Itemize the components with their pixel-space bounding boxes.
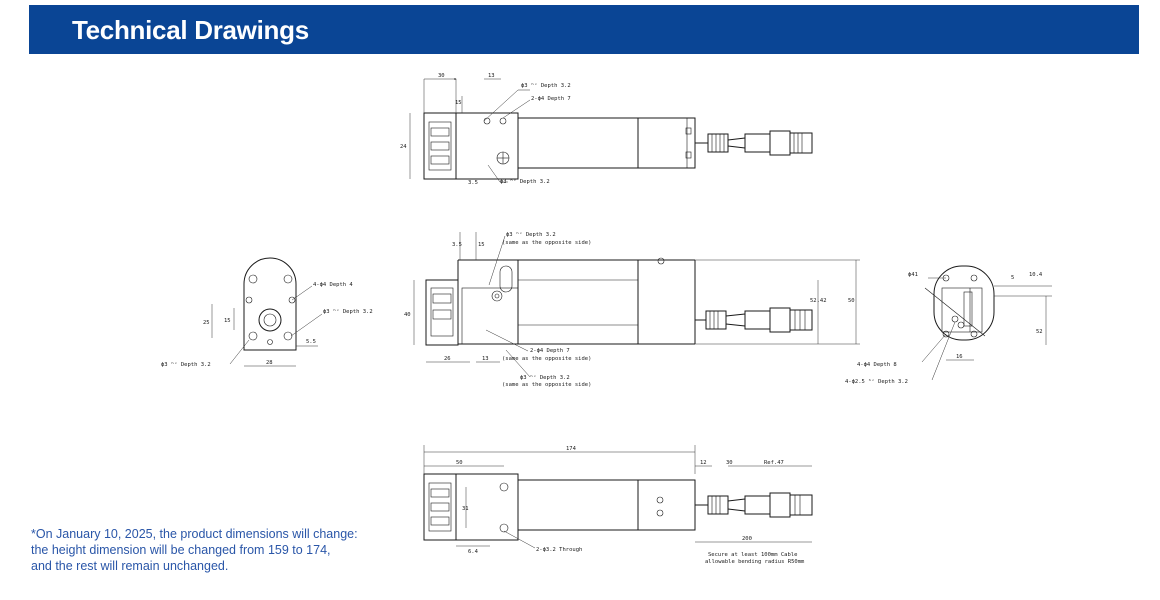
side-dim-13: 13 bbox=[482, 356, 489, 362]
bottom-dim-50: 50 bbox=[456, 460, 463, 466]
side-dim-35: 3.5 bbox=[452, 242, 462, 248]
left-dim-15: 15 bbox=[224, 318, 231, 324]
right-dim-104: 10.4 bbox=[1029, 272, 1043, 278]
left-dim-55: 5.5 bbox=[306, 339, 316, 345]
right-dim-52: 52 bbox=[1036, 329, 1043, 335]
top-callout-3: ϕ3 ʰᶜ Depth 3.2 bbox=[500, 178, 550, 185]
bottom-dim-200: 200 bbox=[742, 536, 752, 542]
side-callout-1b: (same as the opposite side) bbox=[502, 240, 591, 246]
side-dim-5242: 52.42 bbox=[810, 298, 827, 304]
left-view: 25 15 28 5.5 4-ϕ4 Depth 4 ϕ3 ʰᶜ Depth 3.… bbox=[161, 257, 373, 368]
note-line-2: the height dimension will be changed fro… bbox=[31, 543, 331, 557]
bottom-dim-174: 174 bbox=[566, 446, 577, 452]
bottom-dim-31: 31 bbox=[462, 506, 469, 512]
left-callout-2: ϕ3 ʰᶜ Depth 3.2 bbox=[323, 308, 373, 315]
side-callout-2: 2-ϕ4 Depth 7 bbox=[530, 348, 570, 354]
side-callout-1: ϕ3 ʰᶜ Depth 3.2 bbox=[506, 231, 556, 238]
bottom-dim-ref: Ref.47 bbox=[764, 460, 784, 466]
left-callout-1: 4-ϕ4 Depth 4 bbox=[313, 282, 353, 288]
side-dim-15: 15 bbox=[478, 242, 485, 248]
bottom-dim-30: 30 bbox=[726, 460, 733, 466]
side-dim-50: 50 bbox=[848, 298, 855, 304]
top-dim-35: 3.5 bbox=[468, 180, 478, 186]
bottom-view: 174 50 12 30 Ref.47 200 31 6.4 2-ϕ3.2 Th… bbox=[423, 445, 813, 565]
side-callout-3b: (same as the opposite side) bbox=[502, 382, 591, 388]
top-dim-24: 24 bbox=[400, 144, 407, 150]
dimension-change-note: *On January 10, 2025, the product dimens… bbox=[31, 526, 411, 574]
left-callout-3: ϕ3 ʰᶜ Depth 3.2 bbox=[161, 361, 211, 368]
bottom-cable-note-2: allowable bending radius R50mm bbox=[705, 559, 805, 565]
top-callout-1: ϕ3 ʰᶜ Depth 3.2 bbox=[521, 82, 571, 89]
right-dim-5: 5 bbox=[1011, 275, 1014, 281]
top-callout-2: 2-ϕ4 Depth 7 bbox=[531, 96, 571, 102]
bottom-cable-note-1: Secure at least 100mm Cable bbox=[708, 552, 797, 558]
left-dim-28: 28 bbox=[266, 360, 273, 366]
left-dim-25: 25 bbox=[203, 320, 210, 326]
note-line-3: and the rest will remain unchanged. bbox=[31, 559, 229, 573]
bottom-callout-1: 2-ϕ3.2 Through bbox=[536, 547, 582, 553]
side-view: 40 3.5 15 26 13 52.42 50 ϕ3 ʰᶜ Depth 3.2… bbox=[404, 231, 860, 388]
top-view: 30 13 24 15 3.5 ϕ3 ʰᶜ Depth 3.2 2-ϕ4 Dep… bbox=[400, 73, 813, 186]
note-line-1: *On January 10, 2025, the product dimens… bbox=[31, 527, 358, 541]
right-view: 5 10.4 52 16 ϕ41 4-ϕ4 Depth 8 4-ϕ2.5 ʰᶜ … bbox=[845, 265, 1052, 385]
side-dim-26: 26 bbox=[444, 356, 451, 362]
side-dim-40: 40 bbox=[404, 312, 411, 318]
top-dim-30: 30 bbox=[438, 73, 445, 79]
section-header: Technical Drawings bbox=[29, 5, 1139, 54]
side-callout-3: ϕ3 ʰᶜ Depth 3.2 bbox=[520, 374, 570, 381]
right-dim-41: ϕ41 bbox=[908, 272, 918, 278]
side-callout-2b: (same as the opposite side) bbox=[502, 356, 591, 362]
section-title: Technical Drawings bbox=[72, 15, 309, 45]
bottom-dim-64: 6.4 bbox=[468, 549, 479, 555]
right-dim-16: 16 bbox=[956, 354, 963, 360]
right-callout-1: 4-ϕ4 Depth 8 bbox=[857, 362, 897, 368]
right-callout-2: 4-ϕ2.5 ʰᶜ Depth 3.2 bbox=[845, 378, 908, 385]
top-dim-15: 15 bbox=[455, 100, 462, 106]
top-dim-13: 13 bbox=[488, 73, 495, 79]
bottom-dim-12: 12 bbox=[700, 460, 707, 466]
